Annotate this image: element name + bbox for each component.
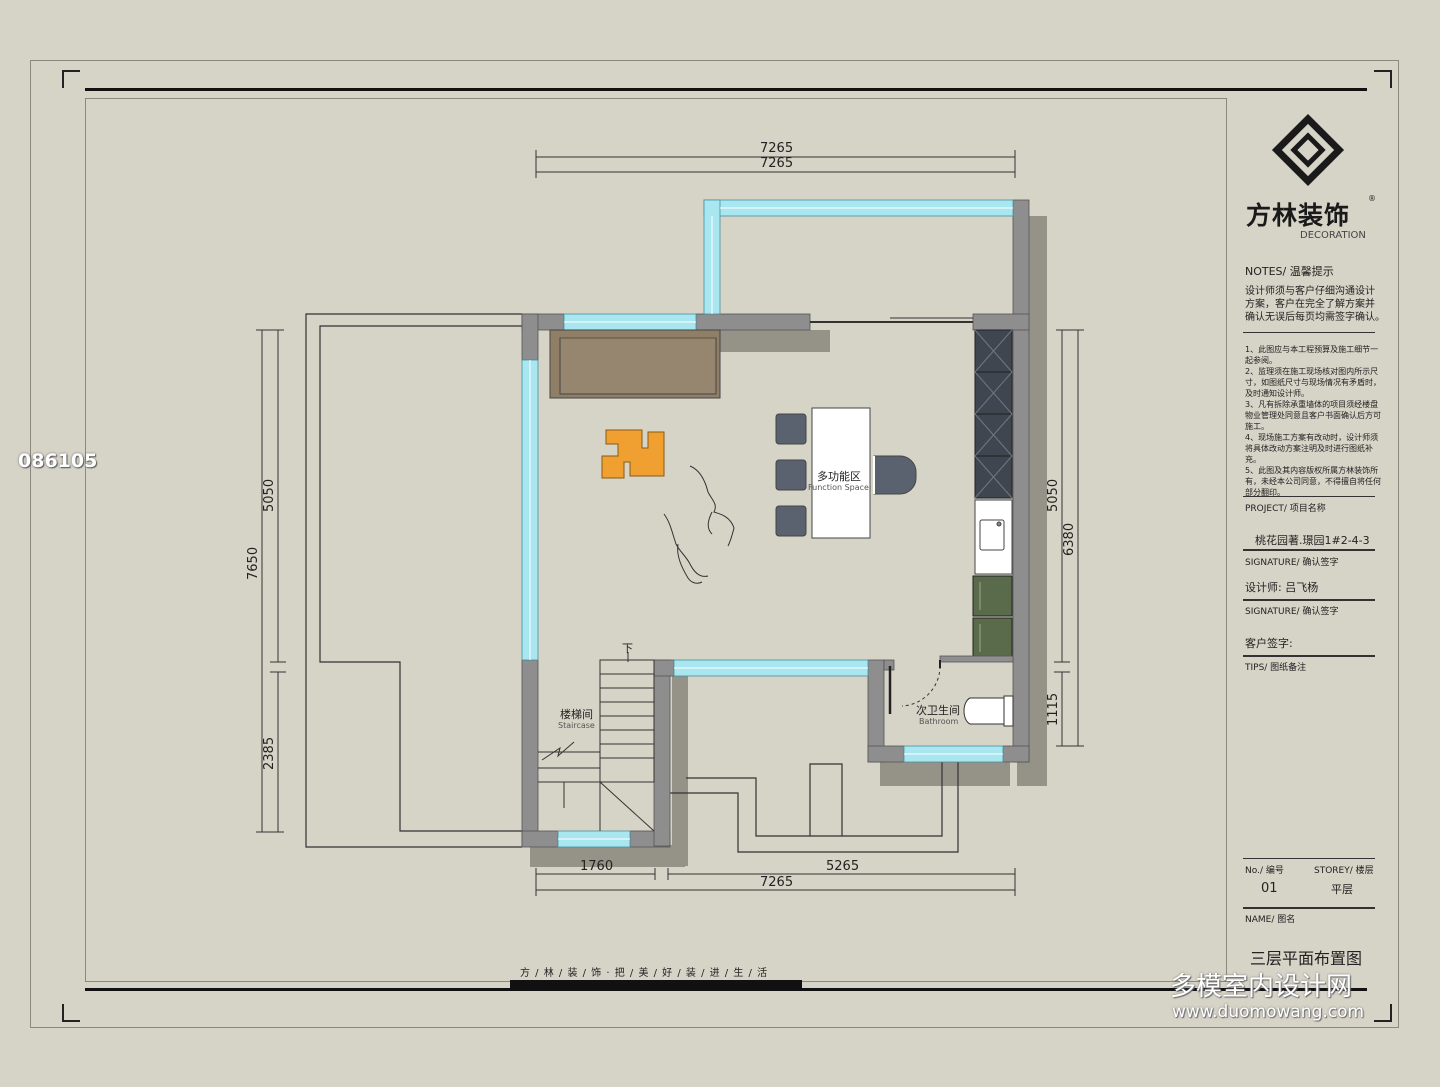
dim-right-top: 5050 [1046, 478, 1061, 512]
corner-mark-tr [1374, 70, 1392, 88]
notes-main: 设计师须与客户仔细沟通设计 方案，客户在完全了解方案并 确认无误后每页均需签字确… [1245, 285, 1385, 324]
note-item: 施工。 [1245, 422, 1269, 431]
dim-right-bottom: 1115 [1046, 692, 1061, 726]
client-signature: 客户签字: [1245, 637, 1293, 650]
dimension-lines [256, 150, 1084, 896]
number-label: No./ 编号 [1245, 866, 1284, 876]
storey-value: 平层 [1331, 883, 1353, 896]
wall-shadows [530, 216, 1047, 867]
note-item: 起参阅。 [1245, 356, 1277, 365]
sink [974, 499, 1013, 575]
project-label: PROJECT/ 项目名称 [1245, 504, 1326, 514]
brand-sub: DECORATION [1300, 230, 1366, 241]
island [775, 407, 917, 539]
divider [1243, 655, 1375, 657]
note-item: 2、监理须在施工现场核对图内所示尺 [1245, 367, 1379, 376]
notes-header: NOTES/ 温馨提示 [1245, 265, 1334, 278]
room-stair-label-en: Staircase [558, 721, 595, 730]
drawing-frame [30, 60, 1399, 1028]
watermark-id: 086105 [18, 450, 98, 472]
dim-right-outer: 6380 [1062, 522, 1077, 556]
room-stair-label: 楼梯间 [560, 708, 593, 721]
brand-logo-mark [1271, 113, 1345, 187]
watermark-site: 多模室内设计网 [1170, 972, 1353, 1002]
note-item: 将具体改动方案注明及时进行图纸补 [1245, 444, 1373, 453]
notes-line: 确认无误后每页均需签字确认。 [1245, 312, 1385, 323]
corner-mark-br [1374, 1004, 1392, 1022]
outer-outlines [305, 313, 959, 853]
number-value: 01 [1261, 881, 1278, 896]
dim-bottom-b: 5265 [826, 859, 860, 874]
dim-left-bottom: 2385 [262, 736, 277, 770]
sofa [549, 329, 721, 399]
lounge-chair [601, 429, 665, 479]
dim-bottom-a: 1760 [580, 859, 614, 874]
divider [1243, 599, 1375, 601]
brand-name: 方林装饰 [1246, 201, 1351, 230]
partition [939, 655, 1014, 663]
note-item: 充。 [1245, 455, 1261, 464]
designer-name: 设计师: 吕飞杨 [1245, 581, 1319, 594]
appliances [972, 575, 1013, 659]
notes-line: 设计师须与客户仔细沟通设计 [1245, 286, 1375, 297]
project-value: 桃花园著.璟园1#2-4-3 [1255, 534, 1370, 547]
note-item: 部分翻印。 [1245, 488, 1285, 497]
top-rule [85, 88, 1367, 91]
brand-registered: ® [1368, 194, 1376, 203]
corner-mark-tl [62, 70, 80, 88]
note-item: 寸，如图纸尺寸与现场情况有矛盾时， [1245, 378, 1381, 387]
stair-down-label: 下 [622, 642, 633, 655]
room-bath-label: 次卫生间 [916, 704, 960, 717]
note-item: 4、现场施工方案有改动时，设计师须 [1245, 433, 1379, 442]
window-glazing [529, 207, 1013, 840]
note-item: 3、凡有拆除承重墙体的项目须经楼盘 [1245, 400, 1379, 409]
dim-top-1: 7265 [760, 141, 794, 156]
sliding-door [810, 317, 973, 323]
name-label: NAME/ 图名 [1245, 915, 1296, 925]
room-function-label-en: Function Space [808, 483, 869, 492]
room-bath-label-en: Bathroom [919, 717, 959, 726]
dim-top-2: 7265 [760, 156, 794, 171]
note-item: 5、此图及其内容版权所属方林装饰所 [1245, 466, 1379, 475]
room-function-label: 多功能区 [817, 470, 861, 483]
divider [1243, 332, 1375, 333]
walls [521, 199, 1030, 848]
bathroom-fixtures [888, 660, 1014, 727]
tips-label: TIPS/ 图纸备注 [1245, 663, 1307, 673]
dim-left-top: 5050 [262, 478, 277, 512]
note-item: 及时通知设计师。 [1245, 389, 1309, 398]
slogan: 方 / 林 / 装 / 饰 · 把 / 美 / 好 / 装 / 进 / 生 / … [520, 968, 769, 979]
signature1-label: SIGNATURE/ 确认签字 [1245, 558, 1339, 568]
tall-cabinets [974, 329, 1013, 499]
drawing-name: 三层平面布置图 [1250, 949, 1363, 968]
notes-small: 1、此图应与本工程预算及施工细节一 起参阅。 2、监理须在施工现场核对图内所示尺… [1245, 344, 1381, 498]
divider [1243, 907, 1375, 909]
dim-bottom-total: 7265 [760, 875, 794, 890]
note-item: 1、此图应与本工程预算及施工细节一 [1245, 345, 1379, 354]
divider [1243, 858, 1375, 859]
note-item: 有，未经本公司同意，不得擅自将任何 [1245, 477, 1381, 486]
windows [521, 199, 1014, 848]
storey-label: STOREY/ 楼层 [1314, 866, 1374, 876]
corner-mark-bl [62, 1004, 80, 1022]
divider [1243, 549, 1375, 551]
bottom-rule [85, 988, 1367, 991]
signature2-label: SIGNATURE/ 确认签字 [1245, 607, 1339, 617]
figure-sketches [663, 465, 735, 584]
divider [1243, 496, 1375, 497]
bottom-bar [510, 980, 802, 989]
staircase [538, 652, 655, 832]
watermark-url: www.duomowang.com [1172, 1002, 1365, 1022]
notes-line: 方案，客户在完全了解方案并 [1245, 299, 1375, 310]
dim-left-outer: 7650 [246, 546, 261, 580]
note-item: 物业管理处同意且客户书面确认后方可 [1245, 411, 1381, 420]
